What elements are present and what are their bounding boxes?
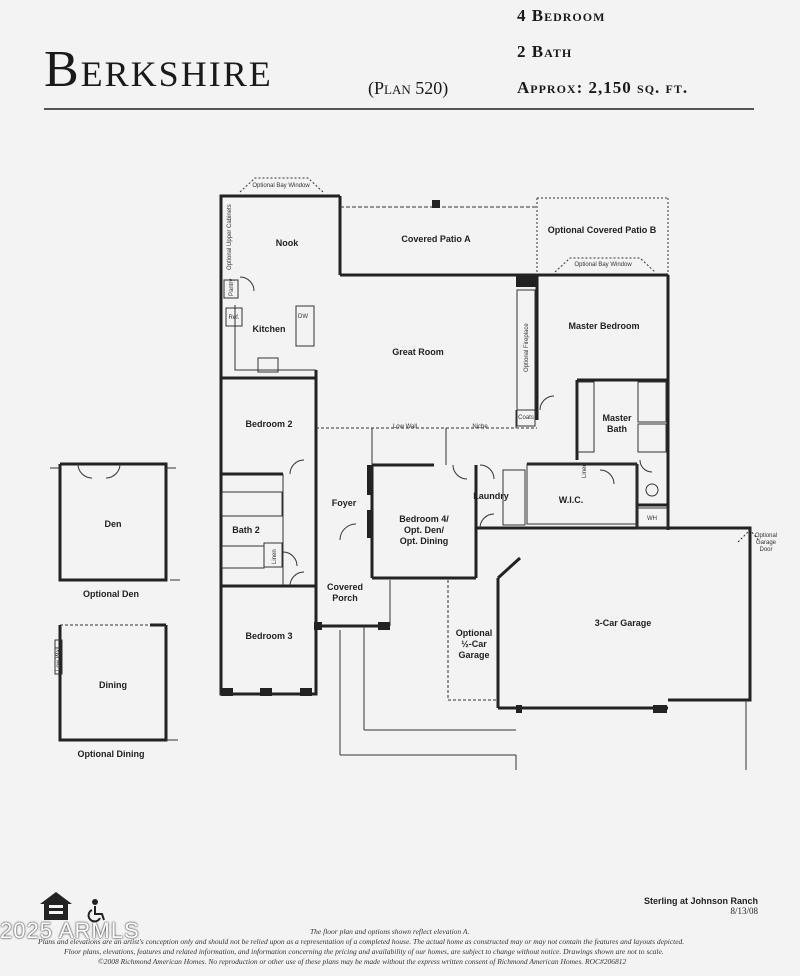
- caption-optional-den: Optional Den: [83, 589, 139, 599]
- label-optional-garage-door-line2: Garage: [756, 540, 777, 546]
- caption-optional-dining: Optional Dining: [78, 749, 145, 759]
- room-bedroom-3: Bedroom 3: [245, 631, 292, 641]
- plan-date: 8/13/08: [730, 906, 758, 916]
- room-dining: Dining: [99, 680, 127, 690]
- bath-count: 2 Bath: [517, 42, 573, 61]
- room-bedroom-4-line1: Bedroom 4/: [399, 514, 449, 524]
- label-pantry: Pantry: [229, 279, 235, 296]
- approx-area: Approx: 2,150 sq. ft.: [517, 78, 689, 97]
- room-covered-porch-line1: Covered: [327, 582, 363, 592]
- room-den: Den: [104, 519, 121, 529]
- footer-line-1: The floor plan and options shown reflect…: [310, 927, 470, 936]
- equal-housing-icon: [40, 892, 72, 920]
- room-wic: W.I.C.: [559, 495, 584, 505]
- accessibility-icon: [87, 899, 105, 923]
- room-laundry: Laundry: [473, 491, 509, 501]
- label-optional-fireplace: Optional Fireplace: [524, 323, 530, 372]
- label-linen-hall: Linen: [272, 549, 278, 564]
- room-optional-garage-line1: Optional: [456, 628, 493, 638]
- label-coats: Coats: [518, 415, 534, 421]
- bedroom-count: 4 Bedroom: [517, 6, 606, 25]
- room-bedroom-4-line3: Opt. Dining: [400, 536, 449, 546]
- room-bedroom-4-line2: Opt. Den/: [404, 525, 444, 535]
- watermark: 2025 ARMLS: [0, 918, 140, 943]
- label-refrigerator: Ref.: [228, 315, 239, 321]
- plan-title: Berkshire: [44, 41, 273, 98]
- room-nook: Nook: [276, 238, 299, 248]
- room-master-bedroom: Master Bedroom: [568, 321, 639, 331]
- window-markers: [221, 200, 667, 713]
- label-linen-master: Linen: [582, 463, 588, 478]
- interior-lines: [221, 177, 761, 770]
- room-master-bath-line2: Bath: [607, 424, 627, 434]
- room-bedroom-2: Bedroom 2: [245, 419, 292, 429]
- footer-line-4: ©2008 Richmond American Homes. No reprod…: [98, 957, 627, 966]
- room-three-car-garage: 3-Car Garage: [595, 618, 652, 628]
- label-optional-upper-cabinets: Optional Upper Cabinets: [227, 204, 233, 270]
- community-block: Sterling at Johnson Ranch 8/13/08: [644, 896, 758, 916]
- plan-number: (Plan 520): [368, 78, 449, 98]
- label-water-heater: WH: [647, 516, 657, 522]
- room-bath-2: Bath 2: [232, 525, 260, 535]
- room-covered-patio-a: Covered Patio A: [401, 234, 471, 244]
- label-optional-garage-door-line3: Door: [759, 547, 772, 553]
- room-optional-garage-line2: ½-Car: [461, 639, 487, 649]
- label-optional-bay-window-nook: Optional Bay Window: [252, 183, 310, 189]
- room-optional-garage-line3: Garage: [458, 650, 489, 660]
- label-optional-bay-window-master: Optional Bay Window: [574, 262, 632, 268]
- room-kitchen: Kitchen: [252, 324, 285, 334]
- footer-line-3: Floor plans, elevations, features and re…: [64, 947, 664, 956]
- label-optional-garage-door-line1: Optional: [755, 533, 777, 539]
- label-low-wall: Low Wall: [393, 424, 417, 430]
- header-rule: [44, 108, 754, 110]
- optional-den-plan: [58, 462, 168, 582]
- label-niche: Niche: [472, 424, 488, 430]
- footer-line-2: Plans and elevations are an artist's con…: [38, 937, 685, 946]
- room-foyer: Foyer: [332, 498, 357, 508]
- room-optional-covered-patio-b: Optional Covered Patio B: [548, 225, 657, 235]
- label-dishwasher: DW: [298, 314, 308, 320]
- label-low-wall-dining: Low Wall: [56, 647, 62, 671]
- room-covered-porch-line2: Porch: [332, 593, 358, 603]
- room-great-room: Great Room: [392, 347, 444, 357]
- optional-dining-plan: [58, 623, 168, 742]
- community-name: Sterling at Johnson Ranch: [643, 896, 758, 906]
- room-master-bath-line1: Master: [602, 413, 632, 423]
